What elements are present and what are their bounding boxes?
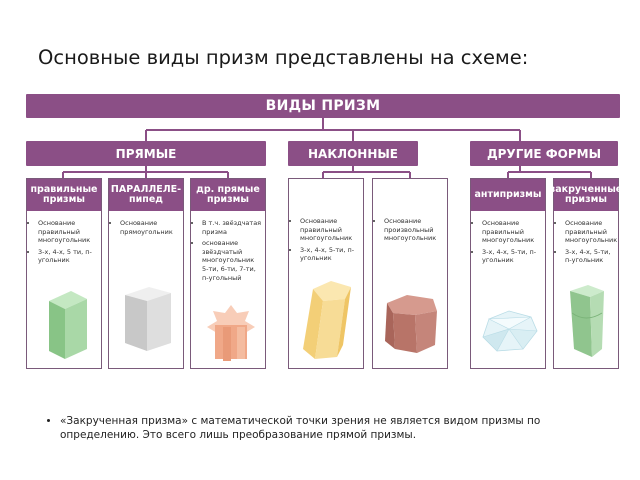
card-description: Основание правильный многоугольник 3-х, …: [475, 219, 542, 268]
notes-list: «Закрученная призма» с математической то…: [38, 414, 598, 442]
card-other-straight: др. прямые призмы В т.ч. звёздчатая приз…: [190, 178, 266, 369]
card-item: Основание правильный многоугольник: [482, 219, 542, 245]
card-item: основание звёздчатый многоугольник 5-ти,…: [202, 239, 262, 282]
slide-title: Основные виды призм представлены на схем…: [38, 46, 529, 69]
antiprism-image: [482, 310, 538, 352]
card-item: Основание правильный многоугольник: [565, 219, 617, 245]
card-oblique-regular: Основание правильный многоугольник 3-х, …: [288, 178, 364, 369]
card-item: Основание прямоугольник: [120, 219, 180, 236]
twisted-prism-image: [570, 285, 604, 357]
card-item: В т.ч. звёздчатая призма: [202, 219, 262, 236]
root-node: ВИДЫ ПРИЗМ: [26, 94, 620, 118]
card-description: Основание прямоугольник: [113, 219, 180, 239]
card-title: др. прямые призмы: [191, 179, 265, 211]
card-title: антипризмы: [471, 179, 545, 211]
card-antiprisms: антипризмы Основание правильный многоуго…: [470, 178, 546, 369]
card-title: закрученные призмы: [550, 179, 622, 211]
green-prism-image: [49, 291, 87, 359]
category-oblique: НАКЛОННЫЕ: [288, 141, 418, 166]
prism-types-diagram: ВИДЫ ПРИЗМ ПРЯМЫЕ НАКЛОННЫЕ ДРУГИЕ ФОРМЫ…: [26, 92, 622, 380]
card-item: 3-х, 4-х, 5-ти, п-угольник: [300, 246, 360, 263]
card-parallelepiped: ПАРАЛЛЕЛЕ- пипед Основание прямоугольник: [108, 178, 184, 369]
card-twisted-prisms: закрученные призмы Основание правильный …: [550, 178, 622, 369]
card-item: 3-х, 4-х, 5-ти, п-угольник: [565, 248, 615, 265]
card-oblique-arbitrary: Основание произвольный многоугольник: [372, 178, 448, 369]
card-description: Основание правильный многоугольник 3-х, …: [31, 219, 98, 268]
card-item: Основание произвольный многоугольник: [384, 217, 444, 243]
card-regular-prisms: правильные призмы Основание правильный м…: [26, 178, 102, 369]
card-description: В т.ч. звёздчатая призма основание звёзд…: [195, 219, 262, 285]
category-other: ДРУГИЕ ФОРМЫ: [470, 141, 618, 166]
card-title: правильные призмы: [27, 179, 101, 211]
card-item: 3-х, 4-х, 5-ти, п-угольник: [482, 248, 542, 265]
card-item: Основание правильный многоугольник: [38, 219, 98, 245]
star-prism-image: [207, 305, 255, 361]
card-description: Основание правильный многоугольник 3-х, …: [558, 219, 617, 268]
card-item: Основание правильный многоугольник: [300, 217, 360, 243]
category-straight: ПРЯМЫЕ: [26, 141, 266, 166]
card-description: Основание произвольный многоугольник: [377, 217, 444, 246]
yellow-oblique-prism-image: [303, 281, 351, 359]
card-description: Основание правильный многоугольник 3-х, …: [293, 217, 360, 266]
card-item: 3-х, 4-х, 5 ти, п-угольник: [38, 248, 98, 265]
diagram-connectors: [62, 118, 592, 178]
card-title: ПАРАЛЛЕЛЕ- пипед: [109, 179, 183, 211]
gray-box-image: [125, 287, 171, 351]
brown-prism-image: [385, 295, 437, 353]
note-item: «Закрученная призма» с математической то…: [60, 414, 598, 442]
